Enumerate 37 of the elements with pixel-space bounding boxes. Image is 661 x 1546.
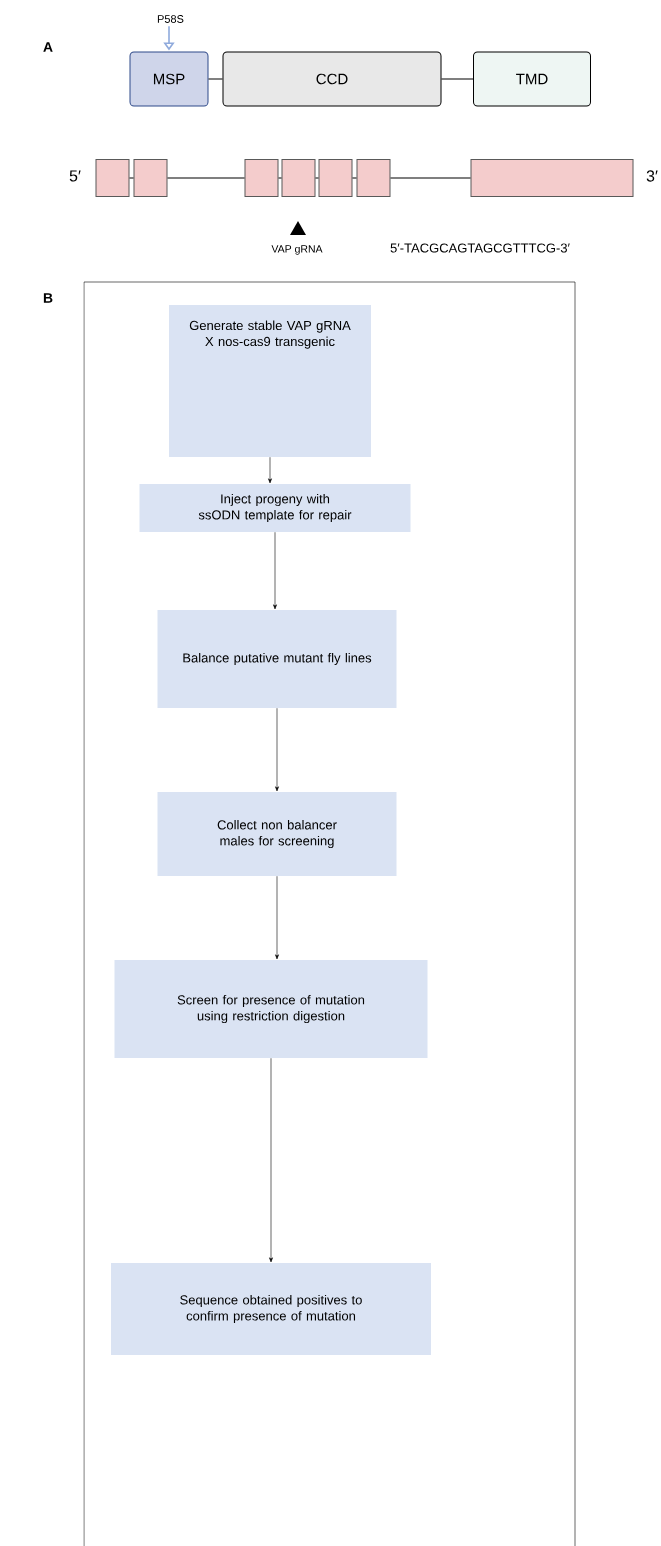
step-box [169, 305, 371, 457]
sequence-label: 5′-TACGCAGTAGCGTTTCG-3′ [390, 243, 570, 253]
intron-line [129, 177, 134, 179]
flow-arrow [268, 456, 272, 484]
domain-box: MSP [129, 51, 209, 107]
end-label: 5′ [69, 170, 81, 182]
flow-arrow [269, 1057, 273, 1263]
exon-box [281, 159, 316, 197]
step-box: Screen for presence of mutation using restriction digestion [114, 960, 428, 1058]
exon-box [244, 159, 279, 197]
intron-line [315, 177, 319, 179]
intron-line [390, 177, 471, 179]
flow-arrow [275, 875, 279, 960]
step-box: Balance putative mutant fly lines [157, 610, 397, 708]
exon-box [470, 159, 634, 197]
panel-letter: A [43, 42, 53, 52]
flow-arrow [273, 531, 277, 610]
step-text: Generate stable VAP gRNA X nos-cas9 transgenic [189, 320, 351, 349]
exon-box [95, 159, 130, 197]
intron-line [352, 177, 357, 179]
exon-box [133, 159, 168, 197]
flow-arrow [275, 707, 279, 792]
step-box: Inject progeny with ssODN template for repair [139, 484, 411, 532]
panel-letter: B [43, 293, 53, 303]
exon-box [356, 159, 391, 197]
step-box: Collect non balancer males for screening [157, 792, 397, 876]
mutation-label: P58S [157, 15, 184, 23]
frame-box [83, 281, 576, 1546]
exon-box [318, 159, 353, 197]
linker-line [441, 78, 474, 80]
linker-line [208, 78, 223, 80]
grna-label: VAP gRNA [271, 245, 323, 255]
step-box: Sequence obtained positives to confirm presence of mutation [111, 1263, 431, 1355]
intron-line [167, 177, 245, 179]
domain-box: CCD [222, 51, 442, 107]
intron-line [278, 177, 282, 179]
domain-box: TMD [473, 51, 591, 107]
